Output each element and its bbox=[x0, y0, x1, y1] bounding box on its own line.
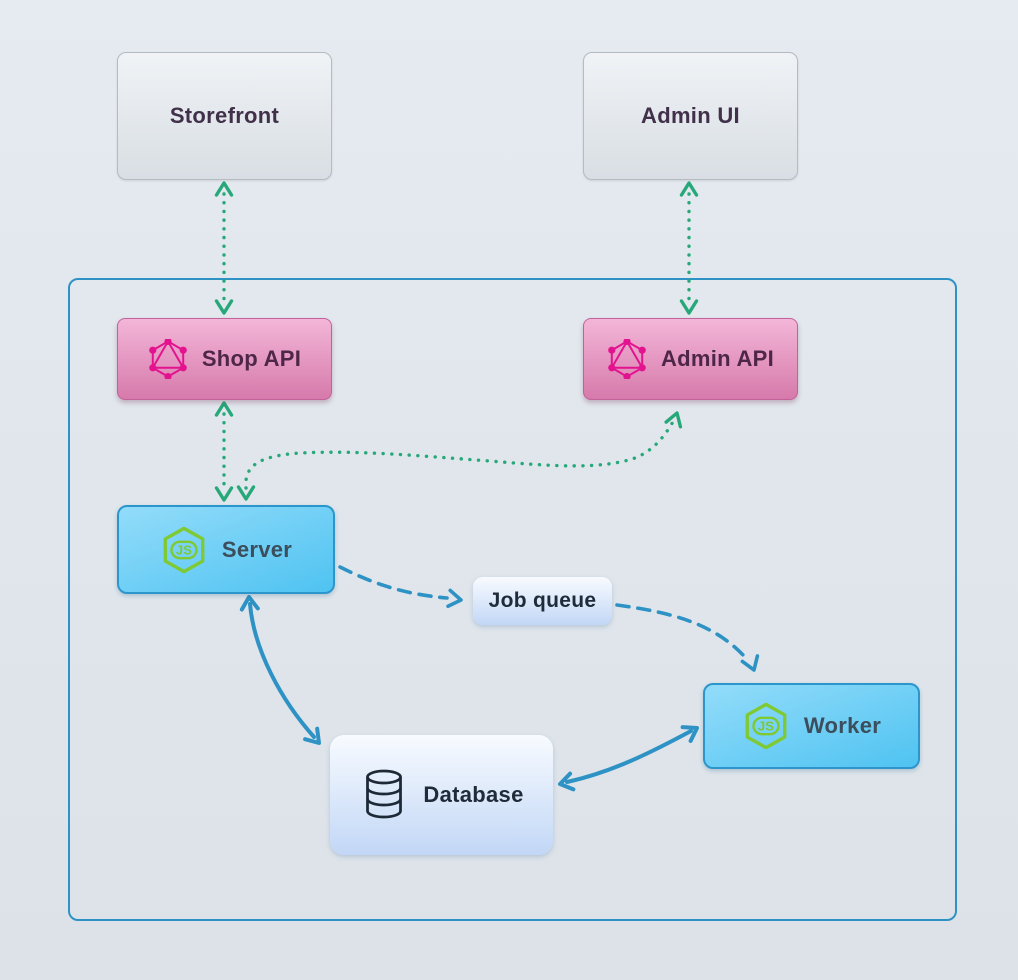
node-shop-api: Shop API bbox=[117, 318, 332, 400]
backend-container bbox=[68, 278, 957, 921]
node-admin-api-label: Admin API bbox=[660, 346, 775, 371]
svg-text:JS: JS bbox=[758, 718, 774, 733]
node-job-queue: Job queue bbox=[473, 577, 612, 625]
graphql-icon bbox=[607, 339, 647, 379]
nodejs-icon: JS bbox=[160, 526, 208, 574]
node-storefront: Storefront bbox=[117, 52, 332, 180]
node-worker: JS Worker bbox=[703, 683, 920, 769]
node-worker-label: Worker bbox=[803, 713, 882, 738]
node-database-label: Database bbox=[423, 782, 524, 807]
node-admin-api: Admin API bbox=[583, 318, 798, 400]
node-database: Database bbox=[330, 735, 553, 855]
svg-text:JS: JS bbox=[176, 542, 192, 557]
node-admin-ui: Admin UI bbox=[583, 52, 798, 180]
node-shop-api-label: Shop API bbox=[201, 346, 302, 371]
database-icon bbox=[359, 768, 409, 822]
node-job-queue-label: Job queue bbox=[488, 589, 597, 612]
node-server-label: Server bbox=[221, 536, 293, 562]
graphql-icon bbox=[148, 339, 188, 379]
node-server: JS Server bbox=[117, 505, 335, 594]
nodejs-icon: JS bbox=[742, 702, 790, 750]
node-storefront-label: Storefront bbox=[169, 103, 280, 128]
node-admin-ui-label: Admin UI bbox=[641, 103, 740, 128]
